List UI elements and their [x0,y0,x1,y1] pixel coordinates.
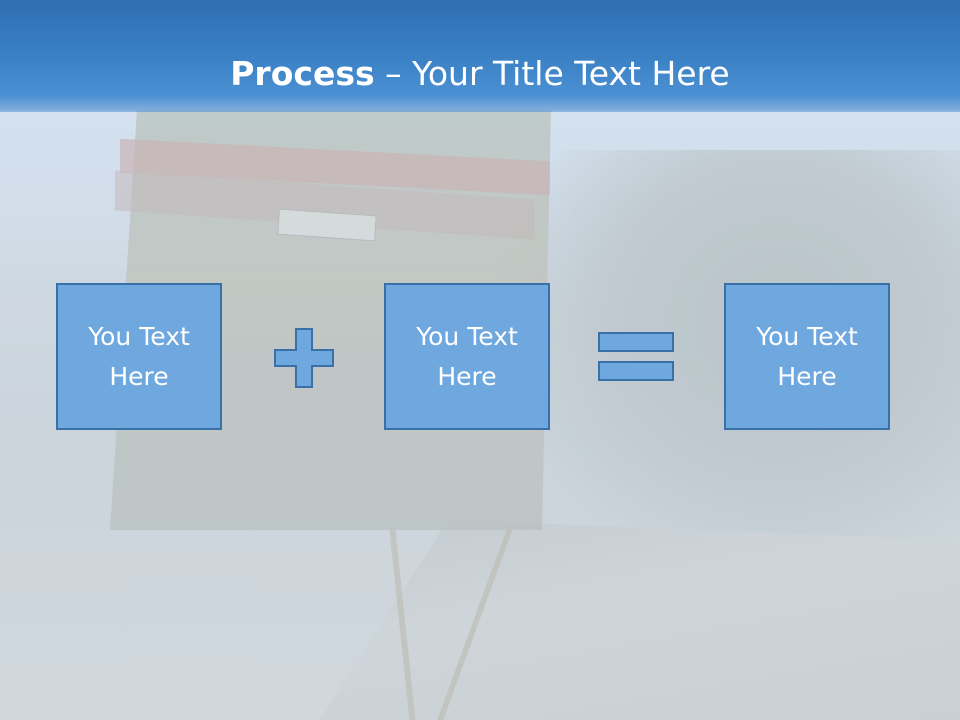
process-box-1[interactable]: You Text Here [56,283,222,430]
title-bold: Process [230,54,375,93]
process-box-3[interactable]: You Text Here [724,283,890,430]
process-box-text: You Text Here [416,321,518,391]
title-rest: – Your Title Text Here [374,54,730,93]
slide-title: Process – Your Title Text Here [0,52,960,96]
plus-icon [274,328,334,388]
process-box-text: You Text Here [756,321,858,391]
equals-icon-top-bar [598,332,674,352]
equals-icon-bottom-bar [598,361,674,381]
process-box-text: You Text Here [88,321,190,391]
process-box-2[interactable]: You Text Here [384,283,550,430]
title-bar [0,0,960,112]
